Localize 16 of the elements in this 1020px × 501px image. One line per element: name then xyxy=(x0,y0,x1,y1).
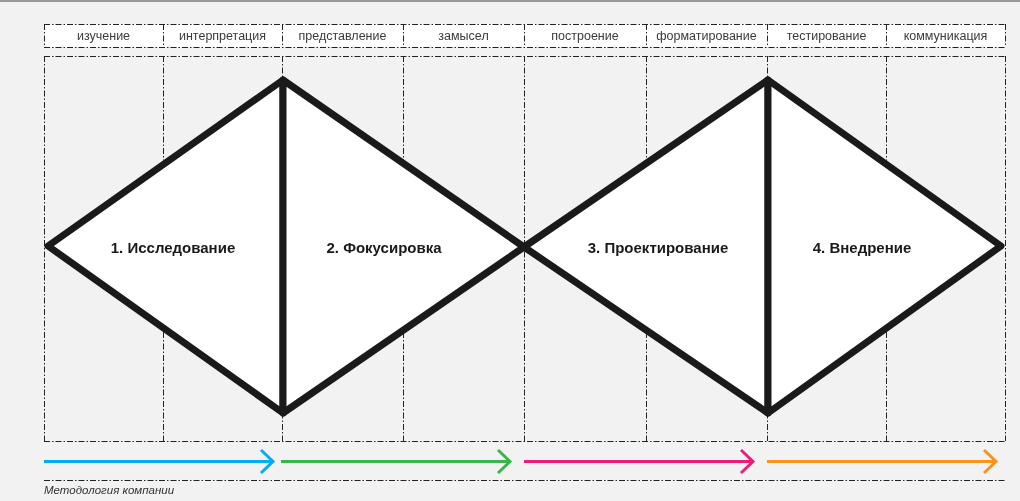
phase-header-cell: тестирование xyxy=(767,24,886,47)
phase-header-cell: замысел xyxy=(403,24,524,47)
phase-header-cell: представление xyxy=(282,24,403,47)
phase-header-cell: построение xyxy=(524,24,646,47)
phase-header-cell: изучение xyxy=(44,24,163,47)
phase-triangle xyxy=(764,76,1005,417)
phase-title: 4. Внедрение xyxy=(812,238,912,256)
phase-header-cell: форматирование xyxy=(646,24,767,47)
phase-triangle xyxy=(520,76,772,417)
phase-triangle xyxy=(44,76,287,417)
phase-header-cell: интерпретация xyxy=(163,24,282,47)
phase-title: 1. Исследование xyxy=(110,238,236,256)
phase-header-cell: коммуникация xyxy=(886,24,1005,47)
caption: Методология компании xyxy=(44,484,175,496)
phase-title: 3. Проектирование xyxy=(587,238,729,256)
phase-title: 2. Фокусировка xyxy=(326,238,442,256)
